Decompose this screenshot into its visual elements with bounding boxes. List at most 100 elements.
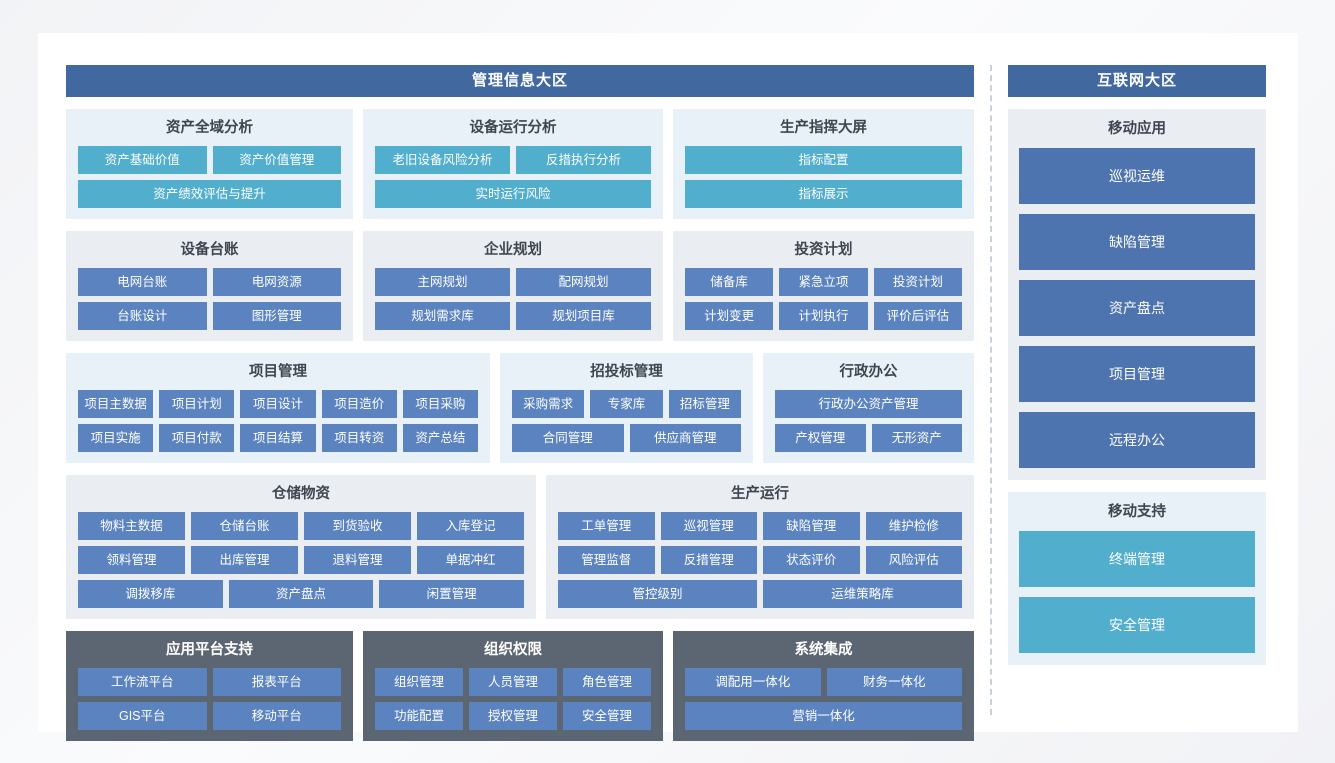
tile-缺陷管理[interactable]: 缺陷管理: [763, 512, 860, 540]
tile-项目计划[interactable]: 项目计划: [159, 390, 235, 418]
tile-资产盘点[interactable]: 资产盘点: [1019, 280, 1255, 336]
tile-row: 指标配置: [685, 146, 962, 174]
tile-老旧设备风险分析[interactable]: 老旧设备风险分析: [375, 146, 510, 174]
tile-紧急立项[interactable]: 紧急立项: [779, 268, 868, 296]
tile-电网资源[interactable]: 电网资源: [212, 268, 341, 296]
tile-储备库[interactable]: 储备库: [685, 268, 774, 296]
tile-终端管理[interactable]: 终端管理: [1019, 531, 1255, 587]
tile-台账设计[interactable]: 台账设计: [78, 302, 207, 330]
tile-配网规划[interactable]: 配网规划: [516, 268, 651, 296]
tile-巡视管理[interactable]: 巡视管理: [660, 512, 757, 540]
tile-计划变更[interactable]: 计划变更: [685, 302, 774, 330]
tile-规划需求库[interactable]: 规划需求库: [375, 302, 510, 330]
tile-巡视运维[interactable]: 巡视运维: [1019, 148, 1255, 204]
tile-row: 项目主数据项目计划项目设计项目造价项目采购: [78, 390, 479, 418]
tile-管控级别[interactable]: 管控级别: [558, 580, 757, 608]
tile-授权管理[interactable]: 授权管理: [469, 702, 557, 730]
tile-报表平台[interactable]: 报表平台: [212, 668, 341, 696]
tile-图形管理[interactable]: 图形管理: [212, 302, 341, 330]
tile-维护检修[interactable]: 维护检修: [865, 512, 962, 540]
tile-工单管理[interactable]: 工单管理: [558, 512, 655, 540]
tile-项目实施[interactable]: 项目实施: [78, 424, 154, 452]
tile-状态评价[interactable]: 状态评价: [763, 546, 860, 574]
tile-计划执行[interactable]: 计划执行: [779, 302, 868, 330]
tile-角色管理[interactable]: 角色管理: [563, 668, 651, 696]
tile-投资计划[interactable]: 投资计划: [873, 268, 962, 296]
tile-领料管理[interactable]: 领料管理: [78, 546, 185, 574]
card-row: 项目管理项目主数据项目计划项目设计项目造价项目采购项目实施项目付款项目结算项目转…: [66, 353, 974, 463]
tile-row: 合同管理供应商管理: [512, 424, 741, 452]
tile-row: 采购需求专家库招标管理: [512, 390, 741, 418]
tile-单据冲红[interactable]: 单据冲红: [417, 546, 524, 574]
card-项目管理: 项目管理项目主数据项目计划项目设计项目造价项目采购项目实施项目付款项目结算项目转…: [66, 353, 490, 463]
tile-闲置管理[interactable]: 闲置管理: [379, 580, 525, 608]
tile-项目付款[interactable]: 项目付款: [159, 424, 235, 452]
card-title: 组织权限: [484, 642, 542, 658]
tile-反措管理[interactable]: 反措管理: [660, 546, 757, 574]
tile-专家库[interactable]: 专家库: [590, 390, 663, 418]
tile-工作流平台[interactable]: 工作流平台: [78, 668, 207, 696]
tile-安全管理[interactable]: 安全管理: [563, 702, 651, 730]
tile-资产价值管理[interactable]: 资产价值管理: [212, 146, 341, 174]
tile-调配用一体化[interactable]: 调配用一体化: [685, 668, 821, 696]
tile-GIS平台[interactable]: GIS平台: [78, 702, 207, 730]
tile-调拨移库[interactable]: 调拨移库: [78, 580, 223, 608]
card-生产运行: 生产运行工单管理巡视管理缺陷管理维护检修管理监督反措管理状态评价风险评估管控级别…: [546, 475, 974, 619]
card-移动支持: 移动支持终端管理安全管理: [1008, 492, 1266, 665]
tile-主网规划[interactable]: 主网规划: [375, 268, 510, 296]
tile-指标配置[interactable]: 指标配置: [685, 146, 962, 174]
tile-项目结算[interactable]: 项目结算: [240, 424, 316, 452]
tile-规划项目库[interactable]: 规划项目库: [516, 302, 651, 330]
tile-退料管理[interactable]: 退料管理: [304, 546, 411, 574]
tile-row: 调配用一体化财务一体化: [685, 668, 962, 696]
tile-row: 老旧设备风险分析反措执行分析: [375, 146, 651, 174]
tile-项目造价[interactable]: 项目造价: [321, 390, 397, 418]
tile-项目主数据[interactable]: 项目主数据: [78, 390, 154, 418]
tile-运维策略库[interactable]: 运维策略库: [763, 580, 962, 608]
tile-人员管理[interactable]: 人员管理: [469, 668, 557, 696]
tile-管理监督[interactable]: 管理监督: [558, 546, 655, 574]
tile-反措执行分析[interactable]: 反措执行分析: [516, 146, 651, 174]
tile-项目转资[interactable]: 项目转资: [321, 424, 397, 452]
tile-项目设计[interactable]: 项目设计: [240, 390, 316, 418]
tile-实时运行风险[interactable]: 实时运行风险: [375, 180, 651, 208]
tile-招标管理[interactable]: 招标管理: [668, 390, 741, 418]
tile-项目管理[interactable]: 项目管理: [1019, 346, 1255, 402]
card-title: 设备运行分析: [469, 120, 557, 136]
tile-资产总结[interactable]: 资产总结: [402, 424, 479, 452]
tile-功能配置[interactable]: 功能配置: [375, 702, 463, 730]
tile-评价后评估[interactable]: 评价后评估: [873, 302, 962, 330]
tile-指标展示[interactable]: 指标展示: [685, 180, 962, 208]
tile-营销一体化[interactable]: 营销一体化: [685, 702, 962, 730]
tile-资产盘点[interactable]: 资产盘点: [228, 580, 374, 608]
tile-安全管理[interactable]: 安全管理: [1019, 597, 1255, 653]
card-企业规划: 企业规划主网规划配网规划规划需求库规划项目库: [363, 231, 663, 341]
tile-缺陷管理[interactable]: 缺陷管理: [1019, 214, 1255, 270]
tile-仓储台账[interactable]: 仓储台账: [191, 512, 298, 540]
tile-row: 组织管理人员管理角色管理: [375, 668, 651, 696]
tile-row: 项目实施项目付款项目结算项目转资资产总结: [78, 424, 479, 452]
tile-产权管理[interactable]: 产权管理: [775, 424, 866, 452]
tile-采购需求[interactable]: 采购需求: [512, 390, 585, 418]
tile-供应商管理[interactable]: 供应商管理: [629, 424, 741, 452]
tile-资产基础价值[interactable]: 资产基础价值: [78, 146, 207, 174]
tile-行政办公资产管理[interactable]: 行政办公资产管理: [775, 390, 962, 418]
tile-出库管理[interactable]: 出库管理: [191, 546, 298, 574]
tile-到货验收[interactable]: 到货验收: [304, 512, 411, 540]
tile-row: 行政办公资产管理: [775, 390, 962, 418]
tile-入库登记[interactable]: 入库登记: [417, 512, 524, 540]
tile-远程办公[interactable]: 远程办公: [1019, 412, 1255, 468]
zone-right-cards: 移动应用巡视运维缺陷管理资产盘点项目管理远程办公移动支持终端管理安全管理: [1008, 109, 1266, 665]
tile-项目采购[interactable]: 项目采购: [402, 390, 479, 418]
tile-合同管理[interactable]: 合同管理: [512, 424, 624, 452]
tile-电网台账[interactable]: 电网台账: [78, 268, 207, 296]
tile-移动平台[interactable]: 移动平台: [212, 702, 341, 730]
tile-风险评估[interactable]: 风险评估: [865, 546, 962, 574]
tile-物料主数据[interactable]: 物料主数据: [78, 512, 185, 540]
tile-无形资产[interactable]: 无形资产: [871, 424, 962, 452]
tile-组织管理[interactable]: 组织管理: [375, 668, 463, 696]
tile-财务一体化[interactable]: 财务一体化: [826, 668, 962, 696]
tile-row: 产权管理无形资产: [775, 424, 962, 452]
tile-资产绩效评估与提升[interactable]: 资产绩效评估与提升: [78, 180, 341, 208]
